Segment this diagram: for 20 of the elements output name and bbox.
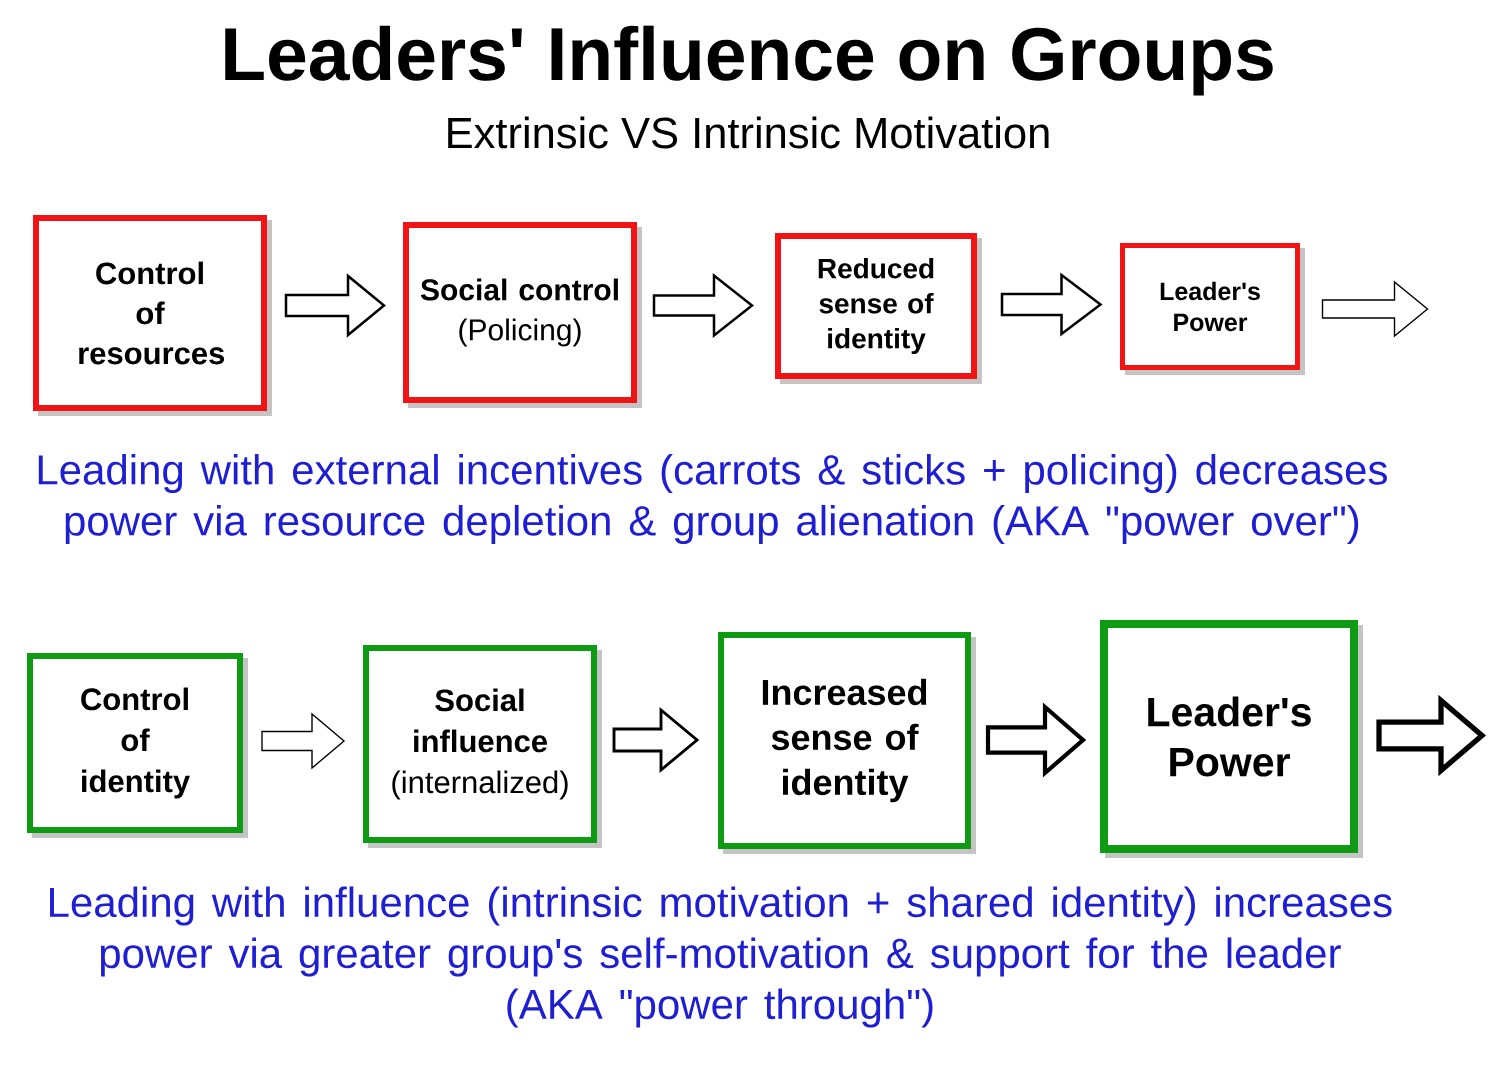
block-arrow [612,706,700,774]
process-box: Increased sense of identity [718,632,976,854]
block-arrow [284,273,386,338]
process-box: Social control (Policing) [403,222,642,408]
title: Leaders' Influence on Groups [225,25,1273,96]
process-box: Social influence (internalized) [363,645,602,848]
note-text: Leading with external incentives (carrots & sticks + policing) decreases power via resource depletion & group alienation (AKA "power over") [38,453,1387,545]
process-box: Leader's Power [1100,620,1363,858]
block-arrow [261,712,346,770]
process-box: Reduced sense of identity [775,233,982,384]
block-arrow [1321,280,1429,338]
block-arrow [985,702,1087,778]
note-text: Leading with influence (intrinsic motivation + shared identity) increases power via greater group's self-motivation & support for the leader (AKA "power through") [50,886,1392,1028]
subtitle: Extrinsic VS Intrinsic Motivation [448,116,1049,149]
process-box: Control of resources [33,215,272,416]
block-arrow [1000,272,1103,337]
block-arrow [1376,694,1487,777]
block-arrow [652,272,755,339]
process-box: Leader's Power [1120,243,1305,375]
process-box: Control of identity [27,653,248,838]
